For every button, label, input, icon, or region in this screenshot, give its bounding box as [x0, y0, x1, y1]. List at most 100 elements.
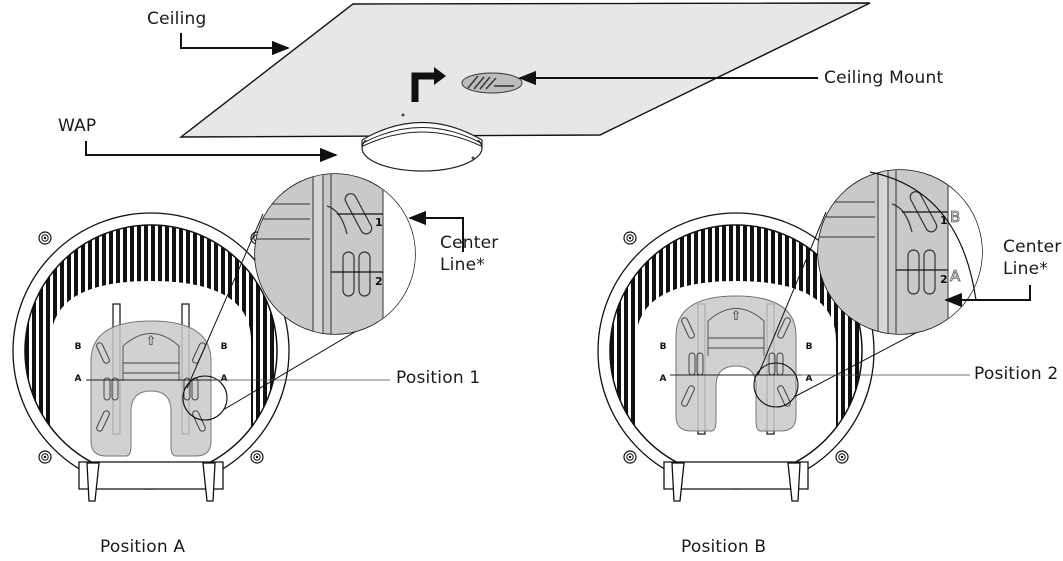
magnifier-content: 12 [255, 174, 415, 334]
position-a-label: Position A [100, 537, 186, 557]
device-edge-arc [869, 171, 977, 301]
vent-slot [25, 225, 29, 477]
vent-slot [32, 225, 36, 477]
plate-slot [777, 317, 791, 339]
magnified-rail [312, 174, 324, 334]
vent-slot [841, 225, 845, 477]
center-line-b-label: Center Line* [1003, 236, 1061, 280]
mark-a: A [950, 267, 961, 285]
magnified-tab [891, 203, 913, 233]
alignment-mark-a: A [660, 374, 667, 384]
center-line-a-label-line2: Line* [440, 255, 485, 275]
bracket-leg-left [86, 462, 100, 502]
mounting-plate: ⇧ [90, 320, 212, 457]
vent-slot [270, 225, 274, 477]
mark-1: 1 [940, 214, 948, 227]
position-1-label: Position 1 [396, 368, 481, 388]
screw-inner [626, 453, 634, 461]
center-line-a-label-line1: Center [440, 233, 499, 253]
alignment-mark-b: B [660, 342, 667, 352]
bracket-leg-left [671, 462, 685, 502]
vent-slot [631, 225, 635, 477]
magnified-slot [907, 249, 920, 295]
detail-circle-b [753, 362, 799, 408]
detail-circle-a [182, 375, 228, 421]
device-position-b: ⇧ B B A A [597, 212, 875, 502]
magnified-slot [344, 193, 373, 235]
up-arrow-icon: ⇧ [146, 334, 157, 349]
bottom-bracket [663, 461, 809, 490]
plate-slot [681, 317, 695, 339]
magnified-slot [923, 249, 936, 295]
plate-slot [183, 377, 191, 401]
wap-callout-arrow [85, 141, 338, 163]
vent-slot [610, 225, 614, 477]
ceiling-mount-label: Ceiling Mount [824, 68, 944, 88]
screw-center [43, 455, 47, 459]
plate-slot [96, 342, 110, 364]
magnified-slot [909, 191, 938, 233]
screw-center [840, 455, 844, 459]
vent-slot [263, 225, 267, 477]
alignment-mark-b: B [806, 342, 813, 352]
bottom-bracket [78, 461, 224, 490]
center-line-b-arrow [944, 285, 1031, 308]
screw-center [628, 455, 632, 459]
vent-slot [624, 225, 628, 477]
ceiling-callout-arrow [180, 33, 290, 56]
screw-inner [41, 234, 49, 242]
alignment-mark-b: B [75, 342, 82, 352]
bracket-leg-right [202, 462, 216, 502]
mark-2: 2 [375, 275, 383, 288]
center-line-b-label-line1: Center [1003, 237, 1062, 257]
up-arrow-icon: ⇧ [731, 309, 742, 324]
plate-arch [122, 333, 180, 381]
alignment-mark-a: A [221, 374, 228, 384]
magnified-slot [358, 251, 371, 297]
ceiling-label: Ceiling [147, 9, 207, 29]
screw-inner [41, 453, 49, 461]
plate-slot [111, 377, 119, 401]
magnifier-content: 1 2 B A [818, 170, 982, 334]
vent-slot [46, 225, 50, 477]
vent-slot [848, 225, 852, 477]
plate-slot [777, 385, 791, 407]
screw-center [628, 236, 632, 240]
vent-slot [617, 225, 621, 477]
wap-device [361, 113, 483, 172]
magnifier-connector [757, 211, 827, 376]
position-b-label: Position B [681, 537, 767, 557]
magnifier-connector [186, 213, 264, 389]
alignment-mark-b: B [221, 342, 228, 352]
center-line-a-label: Center Line* [440, 232, 498, 276]
center-line-a-arrow [408, 210, 464, 252]
mark-2: 2 [940, 273, 948, 286]
screw-inner [838, 453, 846, 461]
bent-arrow-icon [411, 67, 446, 102]
plate-body [90, 320, 212, 457]
mounting-plate: ⇧ [675, 295, 797, 432]
ceiling-plane [178, 2, 871, 138]
screw-inner [253, 453, 261, 461]
center-line-b-label-line2: Line* [1003, 259, 1048, 279]
plate-slot [681, 385, 695, 407]
plate-slot [103, 377, 111, 401]
magnified-slot [342, 251, 355, 297]
mark-1: 1 [375, 216, 383, 229]
vent-slot [855, 225, 859, 477]
magnified-edge [948, 170, 982, 334]
alignment-mark-a: A [806, 374, 813, 384]
vent-slot [256, 225, 260, 477]
magnified-tab [326, 205, 348, 235]
bracket-leg-right [787, 462, 801, 502]
mark-b: B [950, 208, 960, 226]
screw-inner [626, 234, 634, 242]
magnified-rail [877, 170, 889, 334]
screw-center [255, 455, 259, 459]
position-2-label: Position 2 [974, 364, 1059, 384]
plate-body [675, 295, 797, 432]
